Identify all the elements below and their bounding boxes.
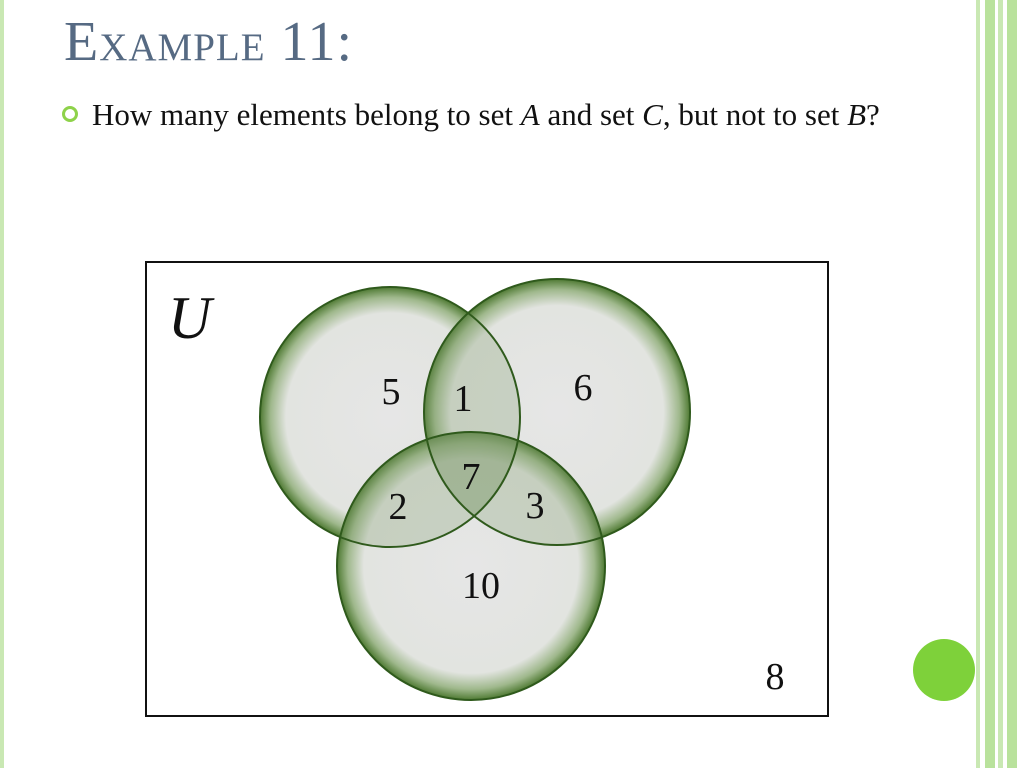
overlap-ac bbox=[337, 432, 520, 547]
slide-title: Example 11: bbox=[64, 11, 354, 73]
region-b-c: 3 bbox=[526, 485, 545, 527]
decorative-dot bbox=[913, 639, 975, 701]
question-part: How many elements belong to set bbox=[92, 97, 521, 132]
region-a-only: 5 bbox=[382, 371, 401, 413]
question-text: How many elements belong to set A and se… bbox=[92, 94, 972, 135]
region-a-c: 2 bbox=[389, 486, 408, 528]
overlap-ab bbox=[424, 287, 520, 545]
circle-b-outline bbox=[423, 278, 691, 546]
set-b-label: B bbox=[847, 97, 867, 132]
question-part: and set bbox=[539, 97, 643, 132]
question-part: , but not to set bbox=[662, 97, 848, 132]
bullet-icon bbox=[62, 106, 78, 122]
region-c-only: 10 bbox=[462, 565, 500, 607]
region-b-only: 6 bbox=[574, 367, 593, 409]
region-a-b: 1 bbox=[454, 378, 473, 420]
circle-c bbox=[337, 432, 605, 700]
overlap-bc bbox=[424, 432, 605, 545]
region-a-b-c: 7 bbox=[462, 456, 481, 498]
region-outside: 8 bbox=[766, 656, 785, 698]
set-a-label: A bbox=[520, 97, 540, 132]
universe-label: U bbox=[168, 285, 215, 351]
circle-c-outline bbox=[336, 431, 606, 701]
set-c-label: C bbox=[642, 97, 663, 132]
circle-a-outline bbox=[259, 286, 521, 548]
question-part: ? bbox=[866, 97, 880, 132]
